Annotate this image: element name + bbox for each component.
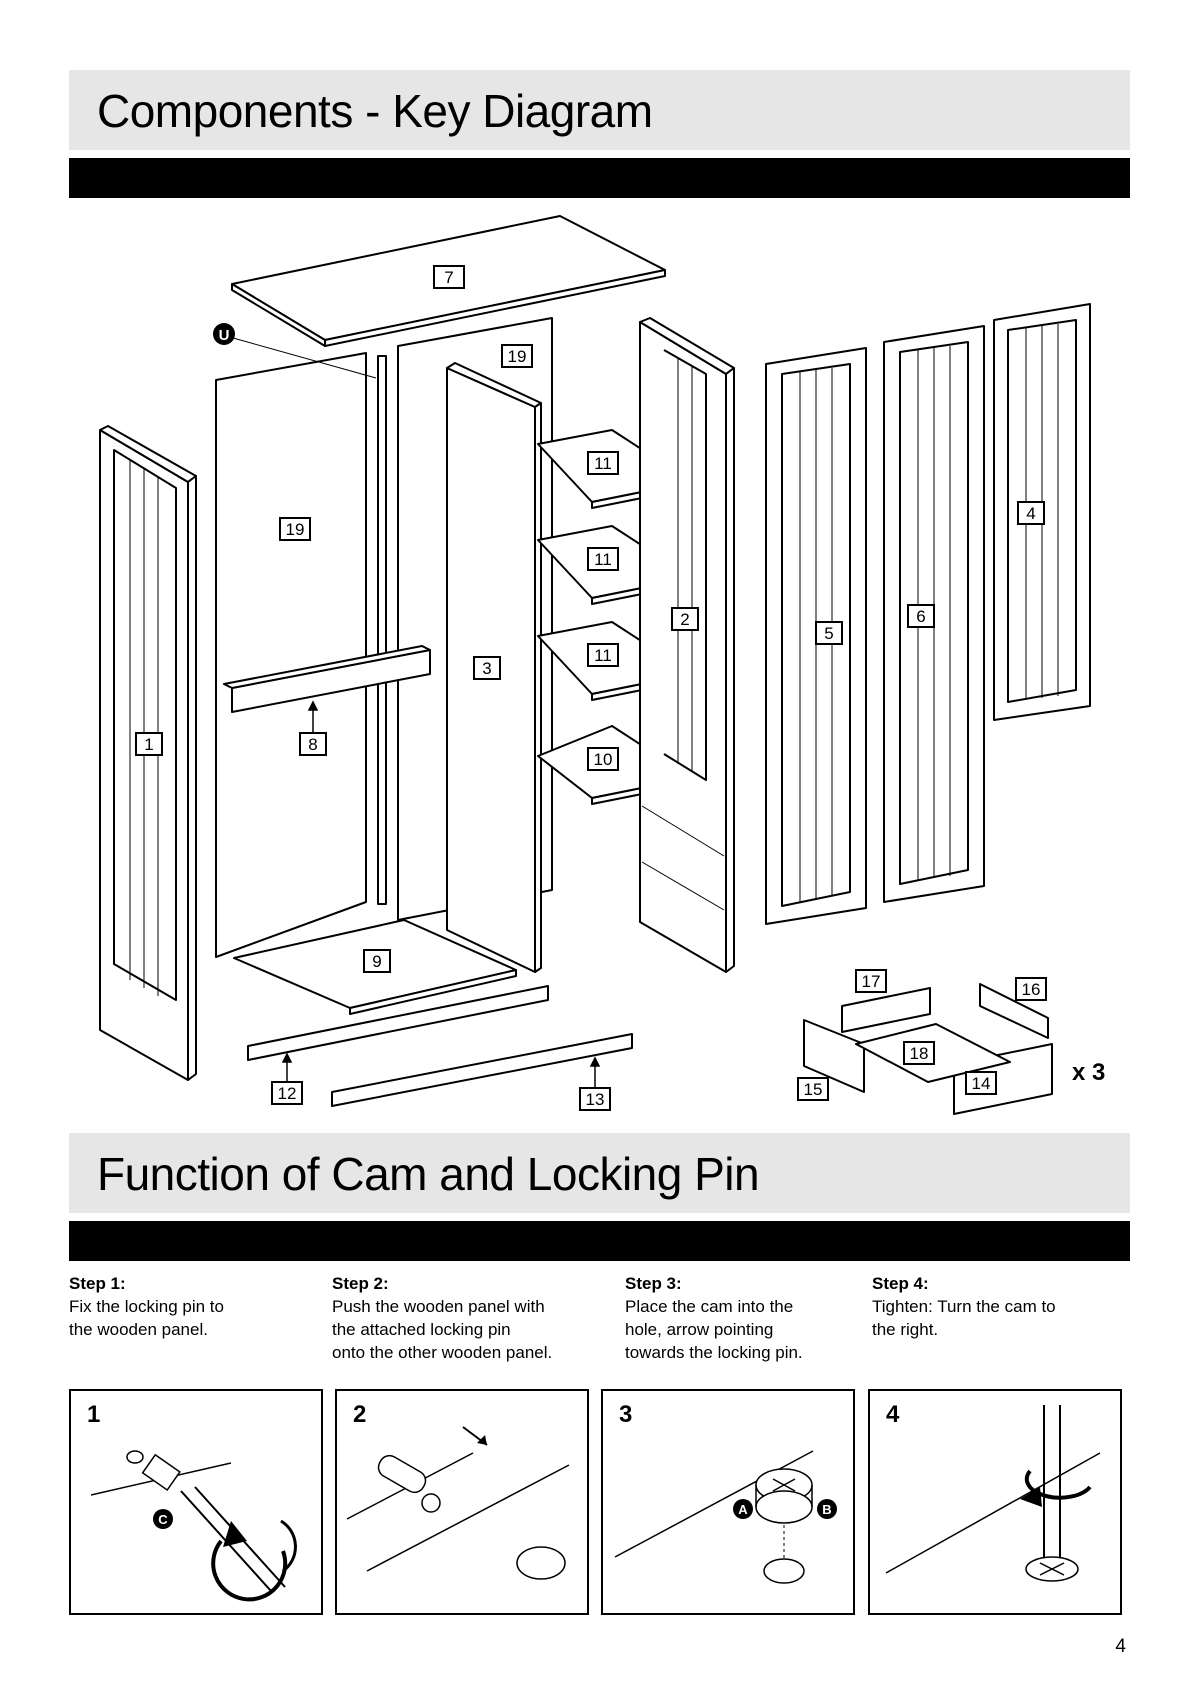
step-4-title: Step 4: bbox=[872, 1274, 929, 1293]
step-3-title: Step 3: bbox=[625, 1274, 682, 1293]
marker-c: C bbox=[153, 1509, 173, 1529]
svg-text:18: 18 bbox=[910, 1044, 929, 1063]
svg-text:4: 4 bbox=[1026, 504, 1035, 523]
label-10: 10 bbox=[587, 747, 619, 771]
step-2-desc: Push the wooden panel with the attached … bbox=[332, 1297, 553, 1362]
svg-text:7: 7 bbox=[444, 268, 453, 287]
drawer-side-15 bbox=[803, 1019, 865, 1093]
svg-text:10: 10 bbox=[594, 750, 613, 769]
label-6: 6 bbox=[907, 604, 935, 628]
step-1-desc: Fix the locking pin to the wooden panel. bbox=[69, 1297, 224, 1339]
label-3: 3 bbox=[473, 656, 501, 680]
svg-text:19: 19 bbox=[286, 520, 305, 539]
step-3-desc: Place the cam into the hole, arrow point… bbox=[625, 1297, 803, 1362]
step-3-illustration: A B 3 bbox=[601, 1389, 855, 1615]
step-3: Step 3: Place the cam into the hole, arr… bbox=[625, 1272, 803, 1364]
step-2-illustration: 2 bbox=[335, 1389, 589, 1615]
svg-text:14: 14 bbox=[972, 1074, 991, 1093]
label-18: 18 bbox=[903, 1041, 935, 1065]
step-1-illustration: C 1 bbox=[69, 1389, 323, 1615]
svg-text:19: 19 bbox=[508, 347, 527, 366]
label-9: 9 bbox=[363, 949, 391, 973]
push-panel-illustration bbox=[346, 1426, 570, 1580]
svg-text:15: 15 bbox=[804, 1080, 823, 1099]
svg-text:B: B bbox=[822, 1502, 831, 1517]
tighten-cam-illustration bbox=[885, 1405, 1101, 1582]
marker-a: A bbox=[733, 1499, 753, 1519]
components-header: Components - Key Diagram bbox=[69, 70, 1130, 150]
marker-u: U bbox=[213, 323, 235, 345]
centre-strip bbox=[377, 355, 387, 905]
svg-text:17: 17 bbox=[862, 972, 881, 991]
label-16: 16 bbox=[1015, 977, 1047, 1001]
rail-13 bbox=[331, 1033, 633, 1107]
label-2: 2 bbox=[671, 607, 699, 631]
svg-text:11: 11 bbox=[594, 550, 612, 569]
label-12: 12 bbox=[271, 1081, 303, 1105]
svg-text:3: 3 bbox=[482, 659, 491, 678]
box-2-number: 2 bbox=[353, 1401, 367, 1428]
drawer-quantity: x 3 bbox=[1072, 1059, 1105, 1086]
label-13: 13 bbox=[579, 1087, 611, 1111]
label-14: 14 bbox=[965, 1071, 997, 1095]
cam-header: Function of Cam and Locking Pin bbox=[69, 1133, 1130, 1213]
svg-text:11: 11 bbox=[594, 454, 612, 473]
components-title: Components - Key Diagram bbox=[97, 85, 653, 137]
marker-b: B bbox=[817, 1499, 837, 1519]
step-4-desc: Tighten: Turn the cam to the right. bbox=[872, 1297, 1056, 1339]
svg-text:U: U bbox=[219, 327, 230, 344]
rail-8 bbox=[223, 645, 431, 713]
step-4-illustration: 4 bbox=[868, 1389, 1122, 1615]
components-diagram: 7 19 19 11 11 11 10 1 8 3 2 4 5 6 9 12 1… bbox=[99, 215, 1105, 1115]
right-side-frame-2 bbox=[639, 317, 735, 973]
back-panel-19-left bbox=[215, 352, 367, 958]
label-8: 8 bbox=[299, 732, 327, 756]
label-17: 17 bbox=[855, 969, 887, 993]
step-4: Step 4: Tighten: Turn the cam to the rig… bbox=[872, 1272, 1056, 1341]
components-divider-bar bbox=[69, 158, 1130, 198]
label-19-right: 19 bbox=[501, 344, 533, 368]
drawer-side-16 bbox=[979, 983, 1049, 1039]
svg-text:A: A bbox=[738, 1502, 748, 1517]
svg-text:2: 2 bbox=[680, 610, 689, 629]
step-2-title: Step 2: bbox=[332, 1274, 389, 1293]
page-number: 4 bbox=[1115, 1636, 1126, 1657]
label-4: 4 bbox=[1017, 501, 1045, 525]
svg-text:9: 9 bbox=[372, 952, 381, 971]
svg-text:11: 11 bbox=[594, 646, 612, 665]
box-3-number: 3 bbox=[619, 1401, 633, 1428]
step-1-title: Step 1: bbox=[69, 1274, 126, 1293]
svg-text:5: 5 bbox=[824, 624, 833, 643]
label-11-a: 11 bbox=[587, 451, 619, 475]
svg-text:13: 13 bbox=[586, 1090, 605, 1109]
step-1: Step 1: Fix the locking pin to the woode… bbox=[69, 1272, 224, 1341]
svg-text:12: 12 bbox=[278, 1084, 297, 1103]
box-4-number: 4 bbox=[886, 1401, 900, 1428]
locking-pin-illustration: C bbox=[90, 1450, 297, 1602]
svg-text:1: 1 bbox=[144, 735, 153, 754]
svg-text:6: 6 bbox=[916, 607, 925, 626]
rail-12 bbox=[247, 985, 549, 1061]
drawer-back-17 bbox=[841, 987, 931, 1033]
label-11-b: 11 bbox=[587, 547, 619, 571]
label-5: 5 bbox=[815, 621, 843, 645]
label-1: 1 bbox=[135, 732, 163, 756]
cam-divider-bar bbox=[69, 1221, 1130, 1261]
step-2: Step 2: Push the wooden panel with the a… bbox=[332, 1272, 552, 1364]
box-1-number: 1 bbox=[87, 1401, 101, 1428]
svg-text:16: 16 bbox=[1022, 980, 1041, 999]
cam-title: Function of Cam and Locking Pin bbox=[97, 1148, 760, 1200]
label-15: 15 bbox=[797, 1077, 829, 1101]
svg-text:C: C bbox=[158, 1512, 168, 1527]
label-11-c: 11 bbox=[587, 643, 619, 667]
svg-text:8: 8 bbox=[308, 735, 317, 754]
label-19-left: 19 bbox=[279, 517, 311, 541]
place-cam-illustration: A B bbox=[614, 1450, 837, 1584]
label-7: 7 bbox=[433, 265, 465, 289]
